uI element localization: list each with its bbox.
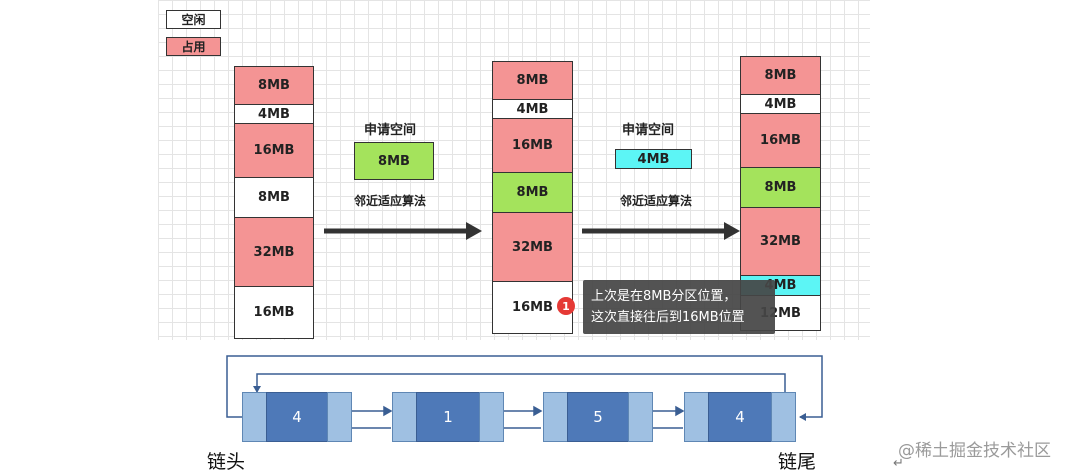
block-label: 32MB bbox=[760, 234, 801, 249]
list-node-prev bbox=[392, 392, 417, 442]
block-label: 8MB bbox=[258, 190, 290, 205]
node-value: 4 bbox=[292, 408, 302, 426]
memory-column-before: 8MB 4MB 16MB 8MB 32MB 16MB bbox=[234, 66, 314, 339]
memory-block: 8MB bbox=[493, 62, 572, 100]
legend-free: 空闲 bbox=[166, 10, 221, 29]
legend-occupied: 占用 bbox=[166, 37, 221, 56]
memory-block: 32MB bbox=[235, 218, 313, 287]
block-label: 8MB bbox=[764, 68, 797, 83]
list-node: 4 bbox=[266, 392, 328, 442]
block-label: 16MB bbox=[253, 143, 295, 158]
tooltip-line2: 这次直接往后到16MB位置 bbox=[591, 310, 745, 325]
memory-block: 16MB bbox=[235, 287, 313, 338]
step1-size: 8MB bbox=[378, 153, 410, 169]
memory-block-allocated: 8MB bbox=[493, 173, 572, 213]
list-node: 4 bbox=[708, 392, 772, 442]
list-node-next bbox=[327, 392, 352, 442]
step2-title: 申请空间 bbox=[622, 123, 675, 138]
block-label: 32MB bbox=[253, 244, 295, 260]
list-tail-label: 链尾 bbox=[778, 451, 817, 473]
block-label: 8MB bbox=[764, 180, 797, 195]
list-node-next bbox=[479, 392, 504, 442]
step2-arrow bbox=[582, 222, 740, 240]
memory-block: 4MB bbox=[235, 105, 313, 124]
memory-column-after-second: 8MB 4MB 16MB 8MB 32MB 4MB 12MB bbox=[740, 56, 821, 331]
step2-request-box: 4MB bbox=[615, 149, 692, 169]
node-value: 1 bbox=[443, 408, 453, 426]
list-node-next bbox=[628, 392, 653, 442]
block-label: 32MB bbox=[512, 239, 553, 255]
block-label: 16MB bbox=[253, 305, 295, 320]
block-label: 8MB bbox=[258, 78, 290, 93]
block-label: 4MB bbox=[764, 96, 797, 112]
list-node-prev bbox=[684, 392, 709, 442]
memory-block: 8MB bbox=[741, 57, 820, 95]
list-node-next bbox=[771, 392, 796, 442]
step1-algorithm: 邻近适应算法 bbox=[354, 194, 427, 208]
step2-size: 4MB bbox=[637, 151, 670, 167]
step1-arrow bbox=[324, 222, 482, 240]
memory-block: 32MB bbox=[741, 208, 820, 276]
step1-title: 申请空间 bbox=[364, 123, 417, 138]
node-value: 5 bbox=[593, 408, 603, 426]
block-label: 4MB bbox=[516, 101, 549, 117]
memory-block: 8MB bbox=[235, 67, 313, 105]
memory-block-allocated: 8MB bbox=[741, 168, 820, 208]
memory-block: 16MB bbox=[741, 114, 820, 168]
block-label: 8MB bbox=[516, 73, 549, 88]
step2-algorithm: 邻近适应算法 bbox=[620, 194, 693, 208]
list-node-prev bbox=[242, 392, 267, 442]
list-node: 1 bbox=[416, 392, 480, 442]
circular-link bbox=[226, 355, 823, 418]
tooltip-line1: 上次是在8MB分区位置， bbox=[591, 289, 737, 304]
circular-arrowhead bbox=[253, 386, 261, 393]
block-label: 8MB bbox=[516, 185, 549, 200]
watermark: @稀土掘金技术社区 bbox=[898, 441, 1051, 461]
memory-block: 32MB bbox=[493, 213, 572, 282]
block-label: 16MB bbox=[512, 300, 553, 315]
step1-request-box: 8MB bbox=[354, 142, 434, 180]
list-node: 5 bbox=[567, 392, 629, 442]
memory-block: 4MB bbox=[493, 100, 572, 119]
annotation-badge[interactable]: 1 bbox=[557, 297, 575, 315]
legend-occupied-label: 占用 bbox=[181, 40, 206, 54]
circular-arrowhead bbox=[799, 413, 806, 421]
memory-block: 8MB bbox=[235, 178, 313, 218]
block-label: 16MB bbox=[760, 133, 801, 148]
return-icon: ↵ bbox=[893, 456, 904, 471]
list-node-prev bbox=[543, 392, 568, 442]
annotation-tooltip: 上次是在8MB分区位置， 这次直接往后到16MB位置 bbox=[583, 280, 775, 334]
block-label: 4MB bbox=[258, 106, 290, 122]
legend-free-label: 空闲 bbox=[181, 13, 206, 27]
block-label: 16MB bbox=[512, 138, 553, 153]
memory-block: 16MB bbox=[235, 124, 313, 178]
memory-block: 16MB bbox=[493, 119, 572, 173]
node-value: 4 bbox=[735, 408, 745, 426]
list-head-label: 链头 bbox=[207, 451, 246, 473]
memory-block: 4MB bbox=[741, 95, 820, 114]
